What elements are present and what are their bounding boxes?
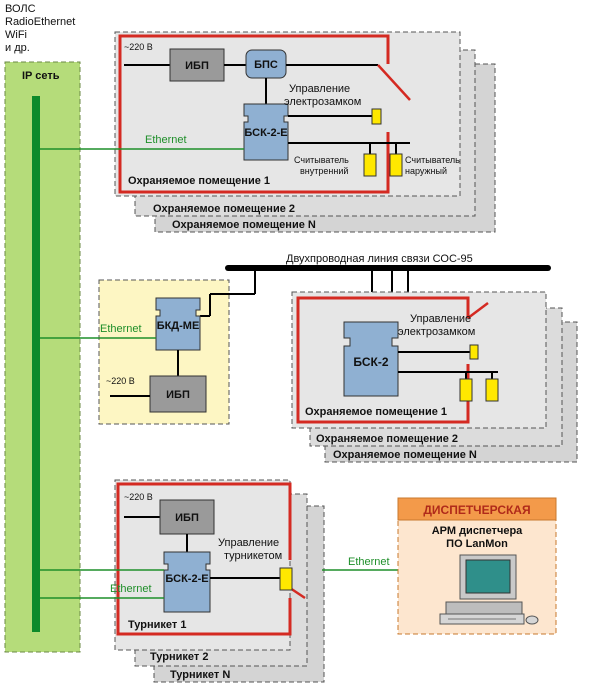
- mid-lock-actuator: [469, 344, 479, 360]
- mid-lock-control-label-2: электрозамком: [398, 326, 475, 338]
- turnstile-controller-box: [163, 551, 211, 613]
- turnstile-2-label: Турникет 2: [150, 651, 208, 663]
- lock-control-label-1: Управление: [289, 83, 350, 95]
- mid-room-1-perimeter: [296, 296, 470, 424]
- bkd-power-label: ~220 В: [106, 376, 135, 386]
- turnstile-n-label: Турникет N: [170, 669, 230, 681]
- dispatch-workstation-line-2: ПО LanMon: [446, 538, 508, 550]
- turnstile-power-label: ~220 В: [124, 492, 153, 502]
- ethernet-label-turnstile: Ethernet: [110, 583, 152, 595]
- turnstile-ups-label: ИБП: [175, 512, 199, 524]
- bkd-device-box: [155, 297, 201, 351]
- reader-inner: [363, 153, 377, 177]
- workstation-computer-icon: [439, 554, 539, 625]
- reader-outer: [389, 153, 403, 177]
- controller-label: БСК-2-Е: [244, 127, 287, 139]
- reader-outer-label-2: наружный: [405, 166, 447, 176]
- sos95-bus-label: Двухпроводная линия связи СОС-95: [286, 253, 473, 265]
- room-1-label: Охраняемое помещение 1: [128, 175, 270, 187]
- bkd-ups-box: [149, 375, 207, 413]
- ip-network-bus: [32, 96, 40, 632]
- dispatch-title: ДИСПЕТЧЕРСКАЯ: [423, 503, 530, 517]
- ip-network-label: IP сеть: [22, 70, 60, 82]
- turnstile-1-label: Турникет 1: [128, 619, 186, 631]
- power-label: ~220 В: [124, 42, 153, 52]
- mid-room-1-card: [291, 291, 547, 429]
- lock-door-line: [377, 64, 411, 101]
- dispatch-header: [397, 497, 557, 521]
- dispatch-workstation-line-1: АРМ диспетчера: [432, 525, 523, 537]
- reader-inner-label-1: Считыватель: [294, 155, 349, 165]
- media-label-wifi: WiFi: [5, 29, 27, 41]
- ethernet-label-dispatch: Ethernet: [348, 556, 390, 568]
- turnstile-actuator: [279, 567, 293, 591]
- mid-room-1-label: Охраняемое помещение 1: [305, 406, 447, 418]
- bps-label: БПС: [254, 59, 278, 71]
- turnstile-ups-box: [159, 499, 215, 535]
- bkd-ups-label: ИБП: [166, 389, 190, 401]
- reader-inner-label-2: внутренний: [300, 166, 348, 176]
- ups-label: ИБП: [185, 60, 209, 72]
- mid-controller-box: [343, 321, 399, 397]
- ip-network-zone: [4, 61, 81, 653]
- ups-box: [169, 48, 225, 82]
- mid-reader-2: [485, 378, 499, 402]
- mid-reader-1: [459, 378, 473, 402]
- ethernet-label-top: Ethernet: [145, 134, 187, 146]
- mid-room-n-label: Охраняемое помещение N: [333, 449, 477, 461]
- turnstile-1-perimeter: [116, 482, 292, 636]
- reader-outer-label-1: Считыватель: [405, 155, 460, 165]
- mid-lock-door-line: [467, 302, 489, 319]
- room-1-perimeter: [118, 34, 390, 194]
- lock-control-label-2: электрозамком: [284, 96, 361, 108]
- room-2-label: Охраняемое помещение 2: [153, 203, 295, 215]
- turnstile-control-label-2: турникетом: [224, 550, 282, 562]
- room-n-label: Охраняемое помещение N: [172, 219, 316, 231]
- bkd-device-label: БКД-МЕ: [157, 320, 200, 332]
- mid-controller-label: БСК-2: [353, 355, 388, 369]
- lock-actuator: [371, 108, 382, 125]
- media-label-other: и др.: [5, 42, 30, 54]
- ethernet-label-bkd: Ethernet: [100, 323, 142, 335]
- media-label-fiber: ВОЛС: [5, 3, 36, 15]
- mid-room-2-label: Охраняемое помещение 2: [316, 433, 458, 445]
- turnstile-controller-label: БСК-2-Е: [165, 573, 208, 585]
- mid-lock-control-label-1: Управление: [410, 313, 471, 325]
- media-label-radio: RadioEthernet: [5, 16, 75, 28]
- turnstile-control-label-1: Управление: [218, 537, 279, 549]
